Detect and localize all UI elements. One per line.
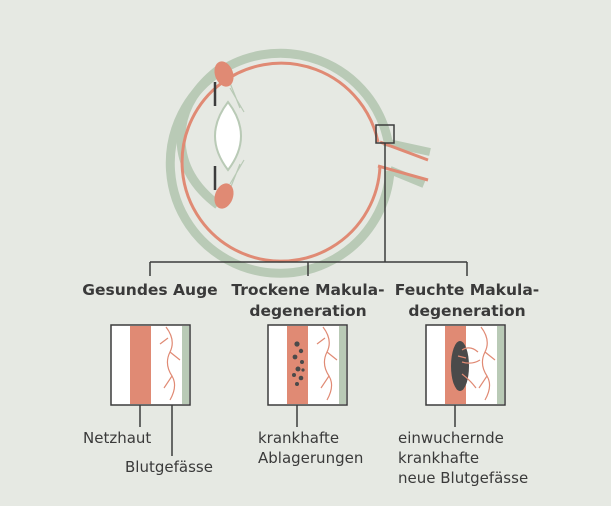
wet-amd-panel	[425, 324, 506, 427]
sclera-band	[497, 326, 504, 404]
retina	[180, 61, 382, 263]
retina-band	[130, 326, 151, 404]
cornea	[176, 66, 221, 209]
panel-title-dry-amd: Trockene Makula- degeneration	[231, 281, 385, 320]
zonule-fibres	[227, 77, 245, 195]
label-netzhaut: Netzhaut	[83, 429, 152, 447]
drusen-deposits	[292, 341, 305, 386]
healthy-retina-panel	[110, 324, 191, 456]
label-blutgefaesse: Blutgefässe	[125, 458, 213, 476]
blood-vessels	[159, 326, 181, 401]
retina-band	[287, 326, 308, 404]
panel-title-healthy: Gesundes Auge	[82, 281, 218, 299]
sclera-band	[339, 326, 346, 404]
choroidal-neovascularization	[451, 341, 469, 391]
tree-connector	[149, 143, 468, 276]
blood-vessels	[316, 326, 338, 401]
sclera-band	[182, 326, 189, 404]
panel-title-wet-amd: Feuchte Makula- degeneration	[394, 281, 540, 320]
sclera	[165, 48, 395, 278]
retina-nerve-right	[379, 140, 429, 162]
label-wet-vessels: einwuchernde krankhafte neue Blutgefässe	[398, 429, 529, 487]
retina-nerve-left	[377, 164, 429, 182]
dry-amd-panel	[267, 324, 348, 427]
abnormal-blood-vessels	[457, 326, 496, 401]
label-dry-deposits: krankhafte Ablagerungen	[258, 429, 364, 467]
eye-cross-section	[165, 48, 431, 278]
ciliary-body-top	[214, 61, 234, 87]
ciliary-body-bottom	[214, 183, 234, 209]
lens	[214, 100, 242, 172]
